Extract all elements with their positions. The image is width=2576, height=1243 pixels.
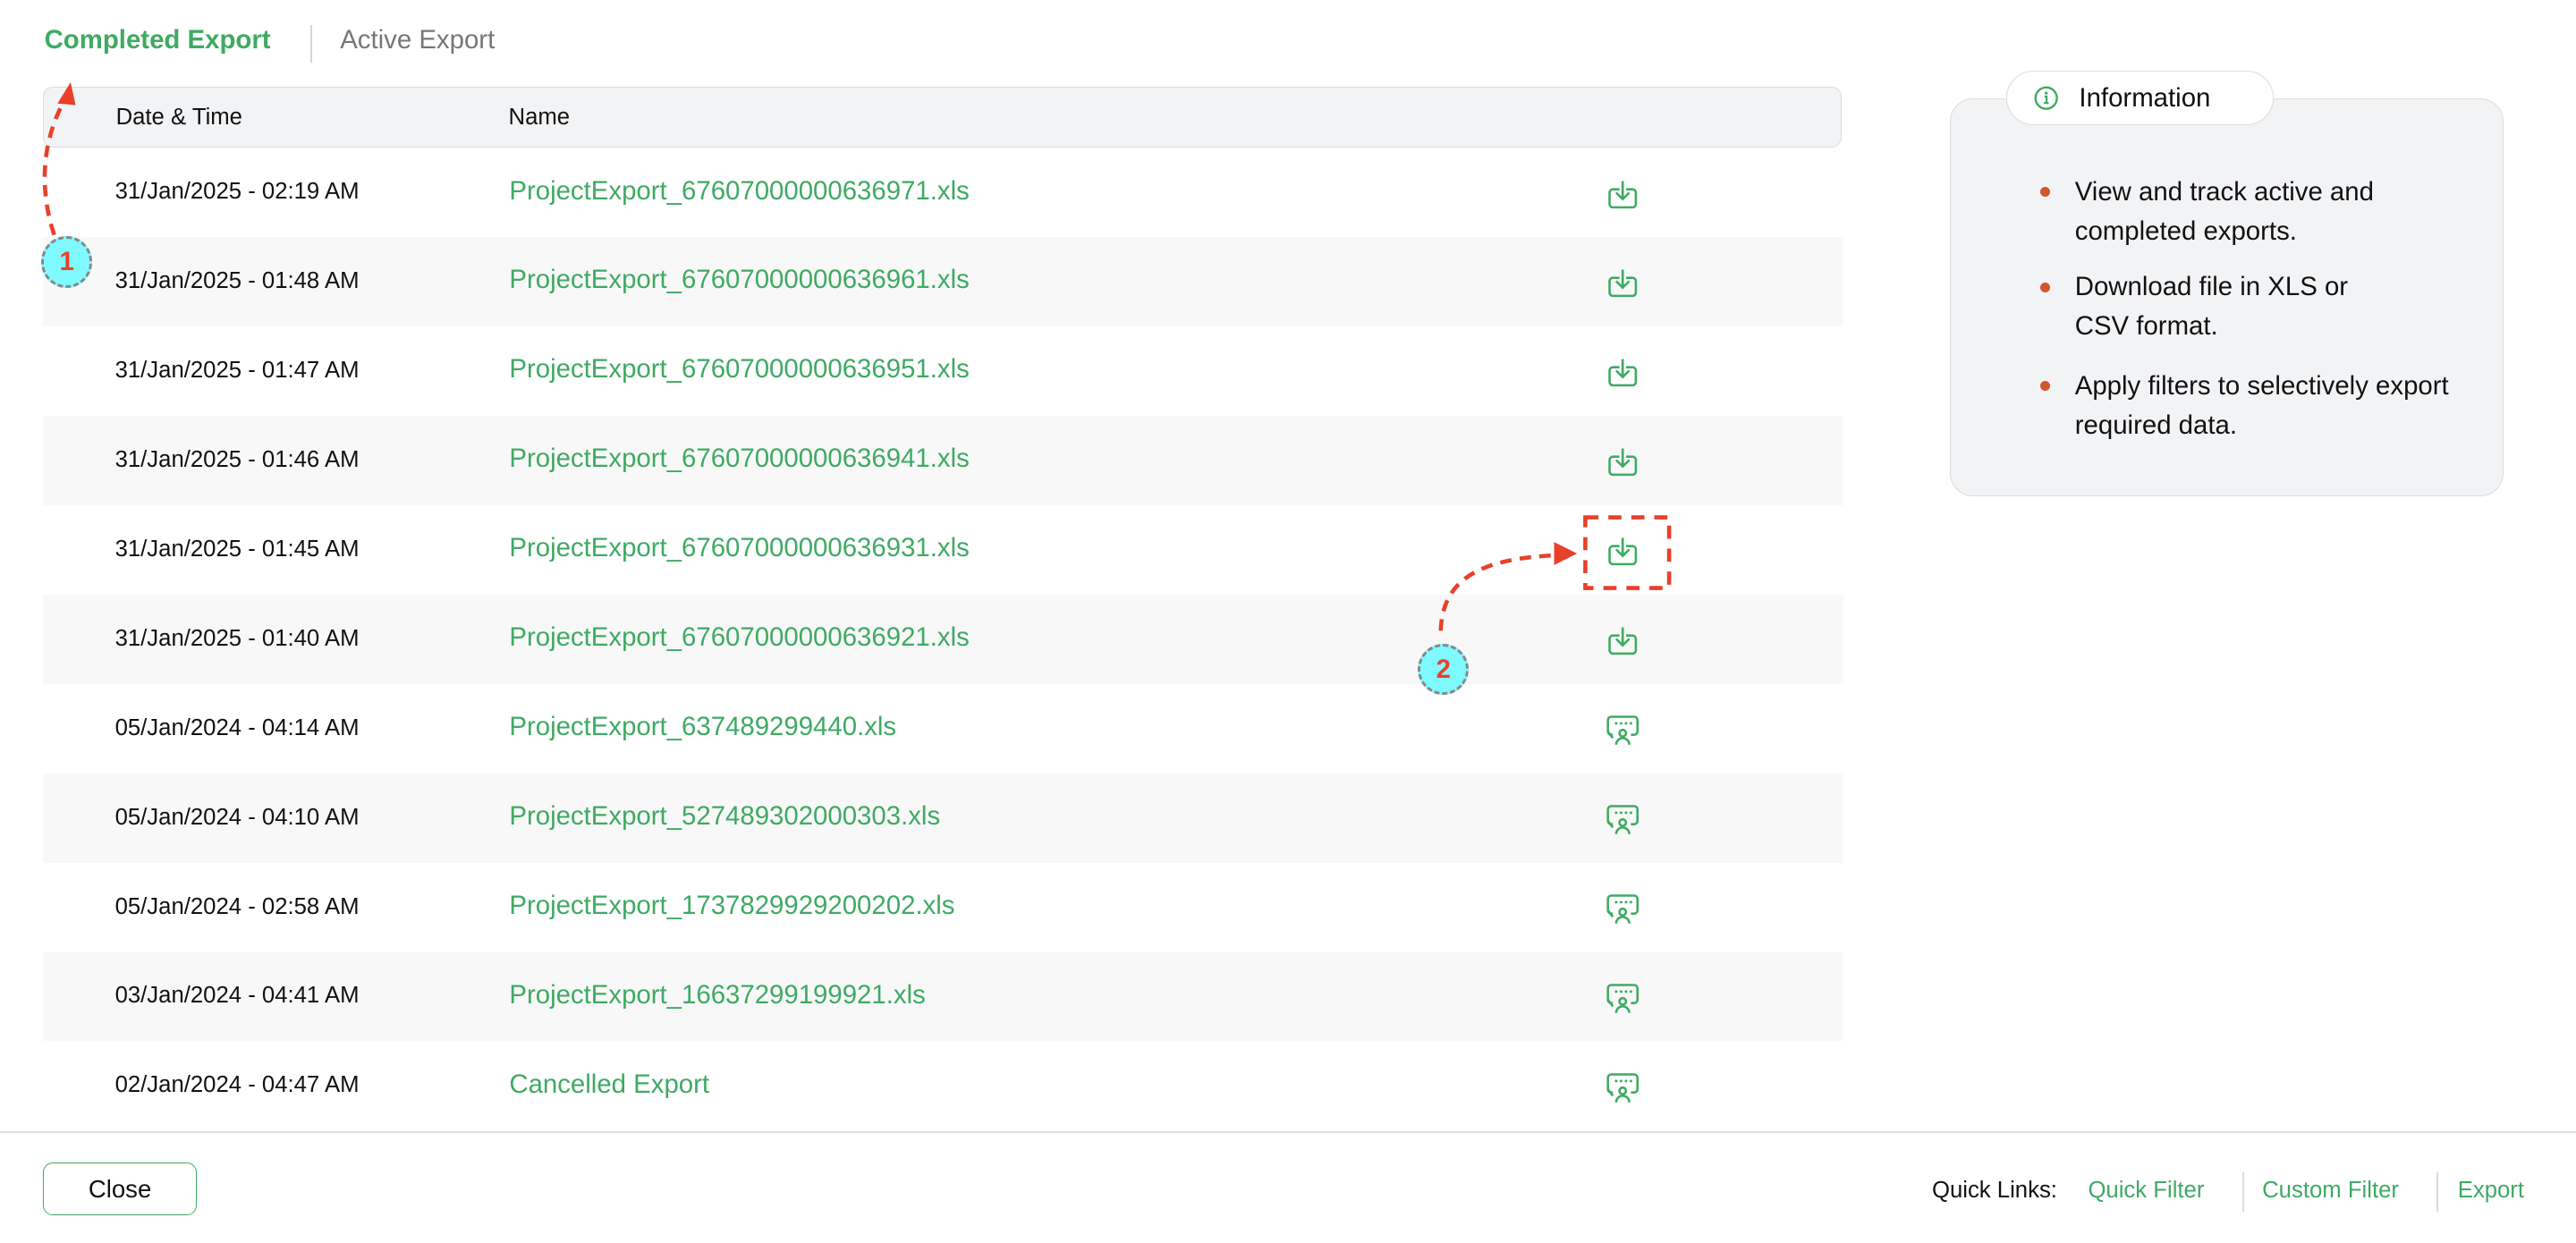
table-row: 31/Jan/2025 - 01:46 AM ProjectExport_676… [42, 416, 1843, 505]
row-date-time: 02/Jan/2024 - 04:47 AM [114, 1072, 360, 1098]
row-file-name-link[interactable]: ProjectExport_637489299440.xls [509, 712, 897, 742]
table-row: 02/Jan/2024 - 04:47 AM Cancelled Export [43, 1041, 1843, 1130]
download-icon[interactable] [1605, 265, 1640, 300]
row-file-name-link[interactable]: ProjectExport_67607000000636951.xls [509, 354, 970, 385]
download-icon[interactable] [1605, 354, 1640, 390]
quick-filter-link[interactable]: Quick Filter [2088, 1177, 2205, 1203]
annotation-badge-1: 1 [40, 236, 93, 288]
table-row: 31/Jan/2025 - 01:48 AM ProjectExport_676… [42, 237, 1843, 327]
support-icon[interactable] [1605, 801, 1640, 837]
row-file-name-link[interactable]: ProjectExport_1737829929200202.xls [509, 890, 955, 920]
tab-divider [310, 24, 312, 63]
quick-links-label: Quick Links: [1931, 1177, 2057, 1203]
support-icon[interactable] [1605, 891, 1640, 926]
row-date-time: 05/Jan/2024 - 04:10 AM [114, 804, 360, 830]
download-icon[interactable] [1605, 444, 1640, 479]
support-icon[interactable] [1605, 1070, 1640, 1105]
tab-completed-export[interactable]: Completed Export [44, 24, 271, 55]
row-date-time: 05/Jan/2024 - 02:58 AM [114, 893, 360, 919]
link-divider [2242, 1172, 2244, 1213]
header-name: Name [508, 104, 571, 130]
annotation-badge-2: 2 [1418, 643, 1470, 696]
table-row: 31/Jan/2025 - 01:45 AM ProjectExport_676… [43, 505, 1843, 595]
table-row: 31/Jan/2025 - 01:40 AM ProjectExport_676… [42, 594, 1843, 684]
table-row: 03/Jan/2024 - 04:41 AM ProjectExport_166… [42, 951, 1843, 1042]
footer-divider [0, 1131, 2576, 1134]
row-file-name-link[interactable]: ProjectExport_67607000000636971.xls [509, 175, 970, 206]
download-icon[interactable] [1605, 622, 1640, 658]
download-icon[interactable] [1605, 176, 1640, 212]
information-title-pill: Information [2005, 70, 2275, 125]
download-icon[interactable] [1605, 533, 1640, 569]
support-icon[interactable] [1605, 712, 1640, 748]
row-file-name-link[interactable]: ProjectExport_67607000000636921.xls [509, 622, 970, 653]
row-date-time: 31/Jan/2025 - 02:19 AM [114, 179, 360, 205]
info-bullet: View and track active and completed expo… [2074, 176, 2374, 246]
info-icon [2034, 86, 2058, 110]
info-bullet: Apply filters to selectively export requ… [2074, 370, 2449, 440]
tab-active-export[interactable]: Active Export [340, 24, 496, 55]
row-date-time: 31/Jan/2025 - 01:40 AM [114, 625, 360, 651]
row-file-name-link[interactable]: Cancelled Export [509, 1069, 710, 1099]
information-panel [1950, 98, 2504, 496]
table-row: 31/Jan/2025 - 02:19 AM ProjectExport_676… [43, 148, 1843, 237]
export-link[interactable]: Export [2457, 1177, 2524, 1203]
close-button[interactable]: Close [42, 1163, 198, 1216]
table-row: 31/Jan/2025 - 01:47 AM ProjectExport_676… [43, 326, 1843, 416]
bullet-dot [2040, 381, 2051, 392]
bullet-dot [2040, 282, 2051, 292]
row-file-name-link[interactable]: ProjectExport_67607000000636941.xls [509, 444, 970, 474]
row-file-name-link[interactable]: ProjectExport_67607000000636931.xls [509, 533, 970, 563]
table-row: 05/Jan/2024 - 04:10 AM ProjectExport_527… [42, 773, 1843, 863]
row-date-time: 31/Jan/2025 - 01:48 AM [114, 268, 360, 294]
custom-filter-link[interactable]: Custom Filter [2262, 1177, 2399, 1203]
row-date-time: 03/Jan/2024 - 04:41 AM [114, 983, 360, 1009]
row-date-time: 31/Jan/2025 - 01:46 AM [114, 446, 360, 472]
row-date-time: 31/Jan/2025 - 01:45 AM [114, 536, 360, 562]
bullet-dot [2040, 187, 2051, 198]
row-file-name-link[interactable]: ProjectExport_16637299199921.xls [509, 979, 926, 1010]
table-header: Date & Time Name [42, 87, 1843, 148]
support-icon[interactable] [1605, 980, 1640, 1016]
row-file-name-link[interactable]: ProjectExport_527489302000303.xls [509, 800, 941, 831]
table-row: 05/Jan/2024 - 04:14 AM ProjectExport_637… [43, 684, 1843, 774]
table-row: 05/Jan/2024 - 02:58 AM ProjectExport_173… [43, 863, 1843, 952]
header-date-time: Date & Time [115, 104, 242, 130]
link-divider [2436, 1172, 2438, 1213]
information-title: Information [2079, 82, 2211, 113]
row-date-time: 31/Jan/2025 - 01:47 AM [114, 358, 360, 384]
info-bullet: Download file in XLS or CSV format. [2074, 272, 2349, 342]
row-file-name-link[interactable]: ProjectExport_67607000000636961.xls [509, 265, 970, 295]
row-date-time: 05/Jan/2024 - 04:14 AM [114, 715, 360, 740]
